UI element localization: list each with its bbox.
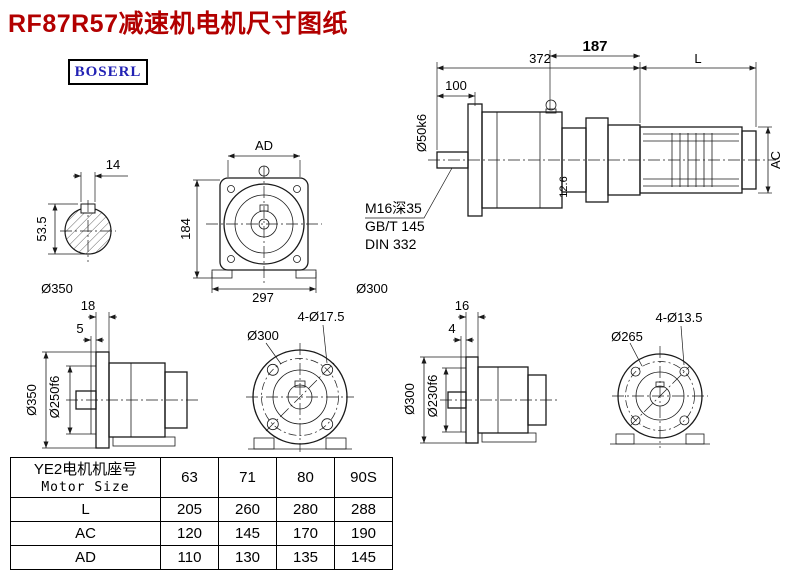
flange-face-view-mid: Ø265 4-Ø13.5 <box>610 310 710 448</box>
flange-outer-circle <box>617 353 703 439</box>
label-bolt-circle-d265: Ø265 <box>611 329 643 344</box>
dim-4: 4 <box>448 321 455 336</box>
flange-side-view-mid: 16 4 Ø300 Ø230f6 <box>402 298 558 444</box>
dim-5: 5 <box>76 321 83 336</box>
dia-spigot-d250: Ø250f6 <box>47 376 62 419</box>
table-row-label-AD: AD <box>10 545 161 570</box>
brand-logo: BOSERL <box>68 59 148 85</box>
table-cell: 135 <box>276 545 335 570</box>
table-cell: 145 <box>334 545 393 570</box>
bolt-circle <box>261 358 339 436</box>
bolt-hole <box>321 418 334 431</box>
dim-53-5: 53.5 <box>34 216 49 241</box>
table-cell: 110 <box>160 545 219 570</box>
table-cell: 120 <box>160 521 219 546</box>
side-view-drawing: 372 187 L 100 Ø50k6 AC 12.6 M16深35 <box>365 38 783 252</box>
table-row-AC: AC 120 145 170 190 <box>10 521 393 546</box>
shaft-section-drawing: 14 53.5 Ø350 <box>34 157 128 296</box>
bolt-hole <box>630 366 641 377</box>
label-d300: Ø300 <box>356 281 388 296</box>
foot-left <box>615 433 635 445</box>
keyway <box>294 380 306 388</box>
table-header-en: Motor Size <box>41 479 130 495</box>
dim-12-6: 12.6 <box>558 176 570 197</box>
bolt-circle <box>625 361 695 431</box>
table-row-AD: AD 110 130 135 145 <box>10 545 393 570</box>
foot-right <box>295 269 317 279</box>
front-view-drawing: AD 184 297 Ø300 <box>178 138 388 305</box>
dia-outer-d350: Ø350 <box>24 384 39 416</box>
eyebolt-icon <box>545 99 557 111</box>
table-cell: 205 <box>160 497 219 522</box>
motor-size-table: YE2电机机座号 Motor Size 63 71 80 90S L 205 2… <box>10 457 393 570</box>
note-din-standard: DIN 332 <box>365 236 417 252</box>
flange-outer-circle <box>252 349 348 445</box>
table-cell: 145 <box>218 521 277 546</box>
table-cell: 170 <box>276 521 335 546</box>
bolt-hole <box>266 363 279 376</box>
label-holes-13-5: 4-Ø13.5 <box>656 310 703 325</box>
table-cell: 280 <box>276 497 335 522</box>
label-bolt-circle-d300: Ø300 <box>247 328 279 343</box>
table-cell: 130 <box>218 545 277 570</box>
fan-cover <box>741 130 757 190</box>
table-col-size-63: 63 <box>160 457 219 498</box>
foot <box>481 432 537 443</box>
note-tapped-hole: M16深35 <box>365 200 422 216</box>
foot-left <box>253 437 275 450</box>
foot-left <box>211 269 233 279</box>
label-d350: Ø350 <box>41 281 73 296</box>
table-header-motor-size: YE2电机机座号 Motor Size <box>10 457 161 498</box>
dim-14: 14 <box>106 157 120 172</box>
dim-AD: AD <box>255 138 273 153</box>
table-row-label-L: L <box>10 497 161 522</box>
foot-right <box>685 433 705 445</box>
page-title: RF87R57减速机电机尺寸图纸 <box>8 10 348 38</box>
bolt-hole <box>321 363 334 376</box>
bolt-hole <box>630 415 641 426</box>
bolt-hole <box>679 366 690 377</box>
dim-100: 100 <box>445 78 467 93</box>
shaft-diameter-label: Ø50k6 <box>414 114 429 152</box>
table-cell: 190 <box>334 521 393 546</box>
table-col-size-71: 71 <box>218 457 277 498</box>
flange-side-view-left: 18 5 Ø350 Ø250f6 <box>24 298 200 449</box>
label-holes-17-5: 4-Ø17.5 <box>298 309 345 324</box>
table-cell: 288 <box>334 497 393 522</box>
table-row-label-AC: AC <box>10 521 161 546</box>
keyway <box>655 381 665 388</box>
dia-spigot-d230: Ø230f6 <box>425 375 440 418</box>
dia-outer-d300: Ø300 <box>402 383 417 415</box>
table-cell: 260 <box>218 497 277 522</box>
dim-18: 18 <box>81 298 95 313</box>
foot <box>112 436 176 447</box>
brand-logo-text: BOSERL <box>74 63 142 80</box>
table-row-L: L 205 260 280 288 <box>10 497 393 522</box>
dim-L: L <box>694 51 701 66</box>
dim-187: 187 <box>582 38 607 55</box>
dim-372: 372 <box>529 51 551 66</box>
dim-297: 297 <box>252 290 274 305</box>
table-col-size-80: 80 <box>276 457 335 498</box>
bolt-hole <box>679 415 690 426</box>
flange-circle <box>223 183 305 265</box>
foot-right <box>325 437 347 450</box>
dim-16: 16 <box>455 298 469 313</box>
flange-face-view-left: Ø300 4-Ø17.5 <box>246 309 354 452</box>
dim-184: 184 <box>178 218 193 240</box>
table-header-cn: YE2电机机座号 <box>33 460 138 478</box>
table-col-size-90s: 90S <box>334 457 393 498</box>
note-gb-standard: GB/T 145 <box>365 218 425 234</box>
dim-AC: AC <box>768 151 783 169</box>
bolt-hole <box>266 418 279 431</box>
